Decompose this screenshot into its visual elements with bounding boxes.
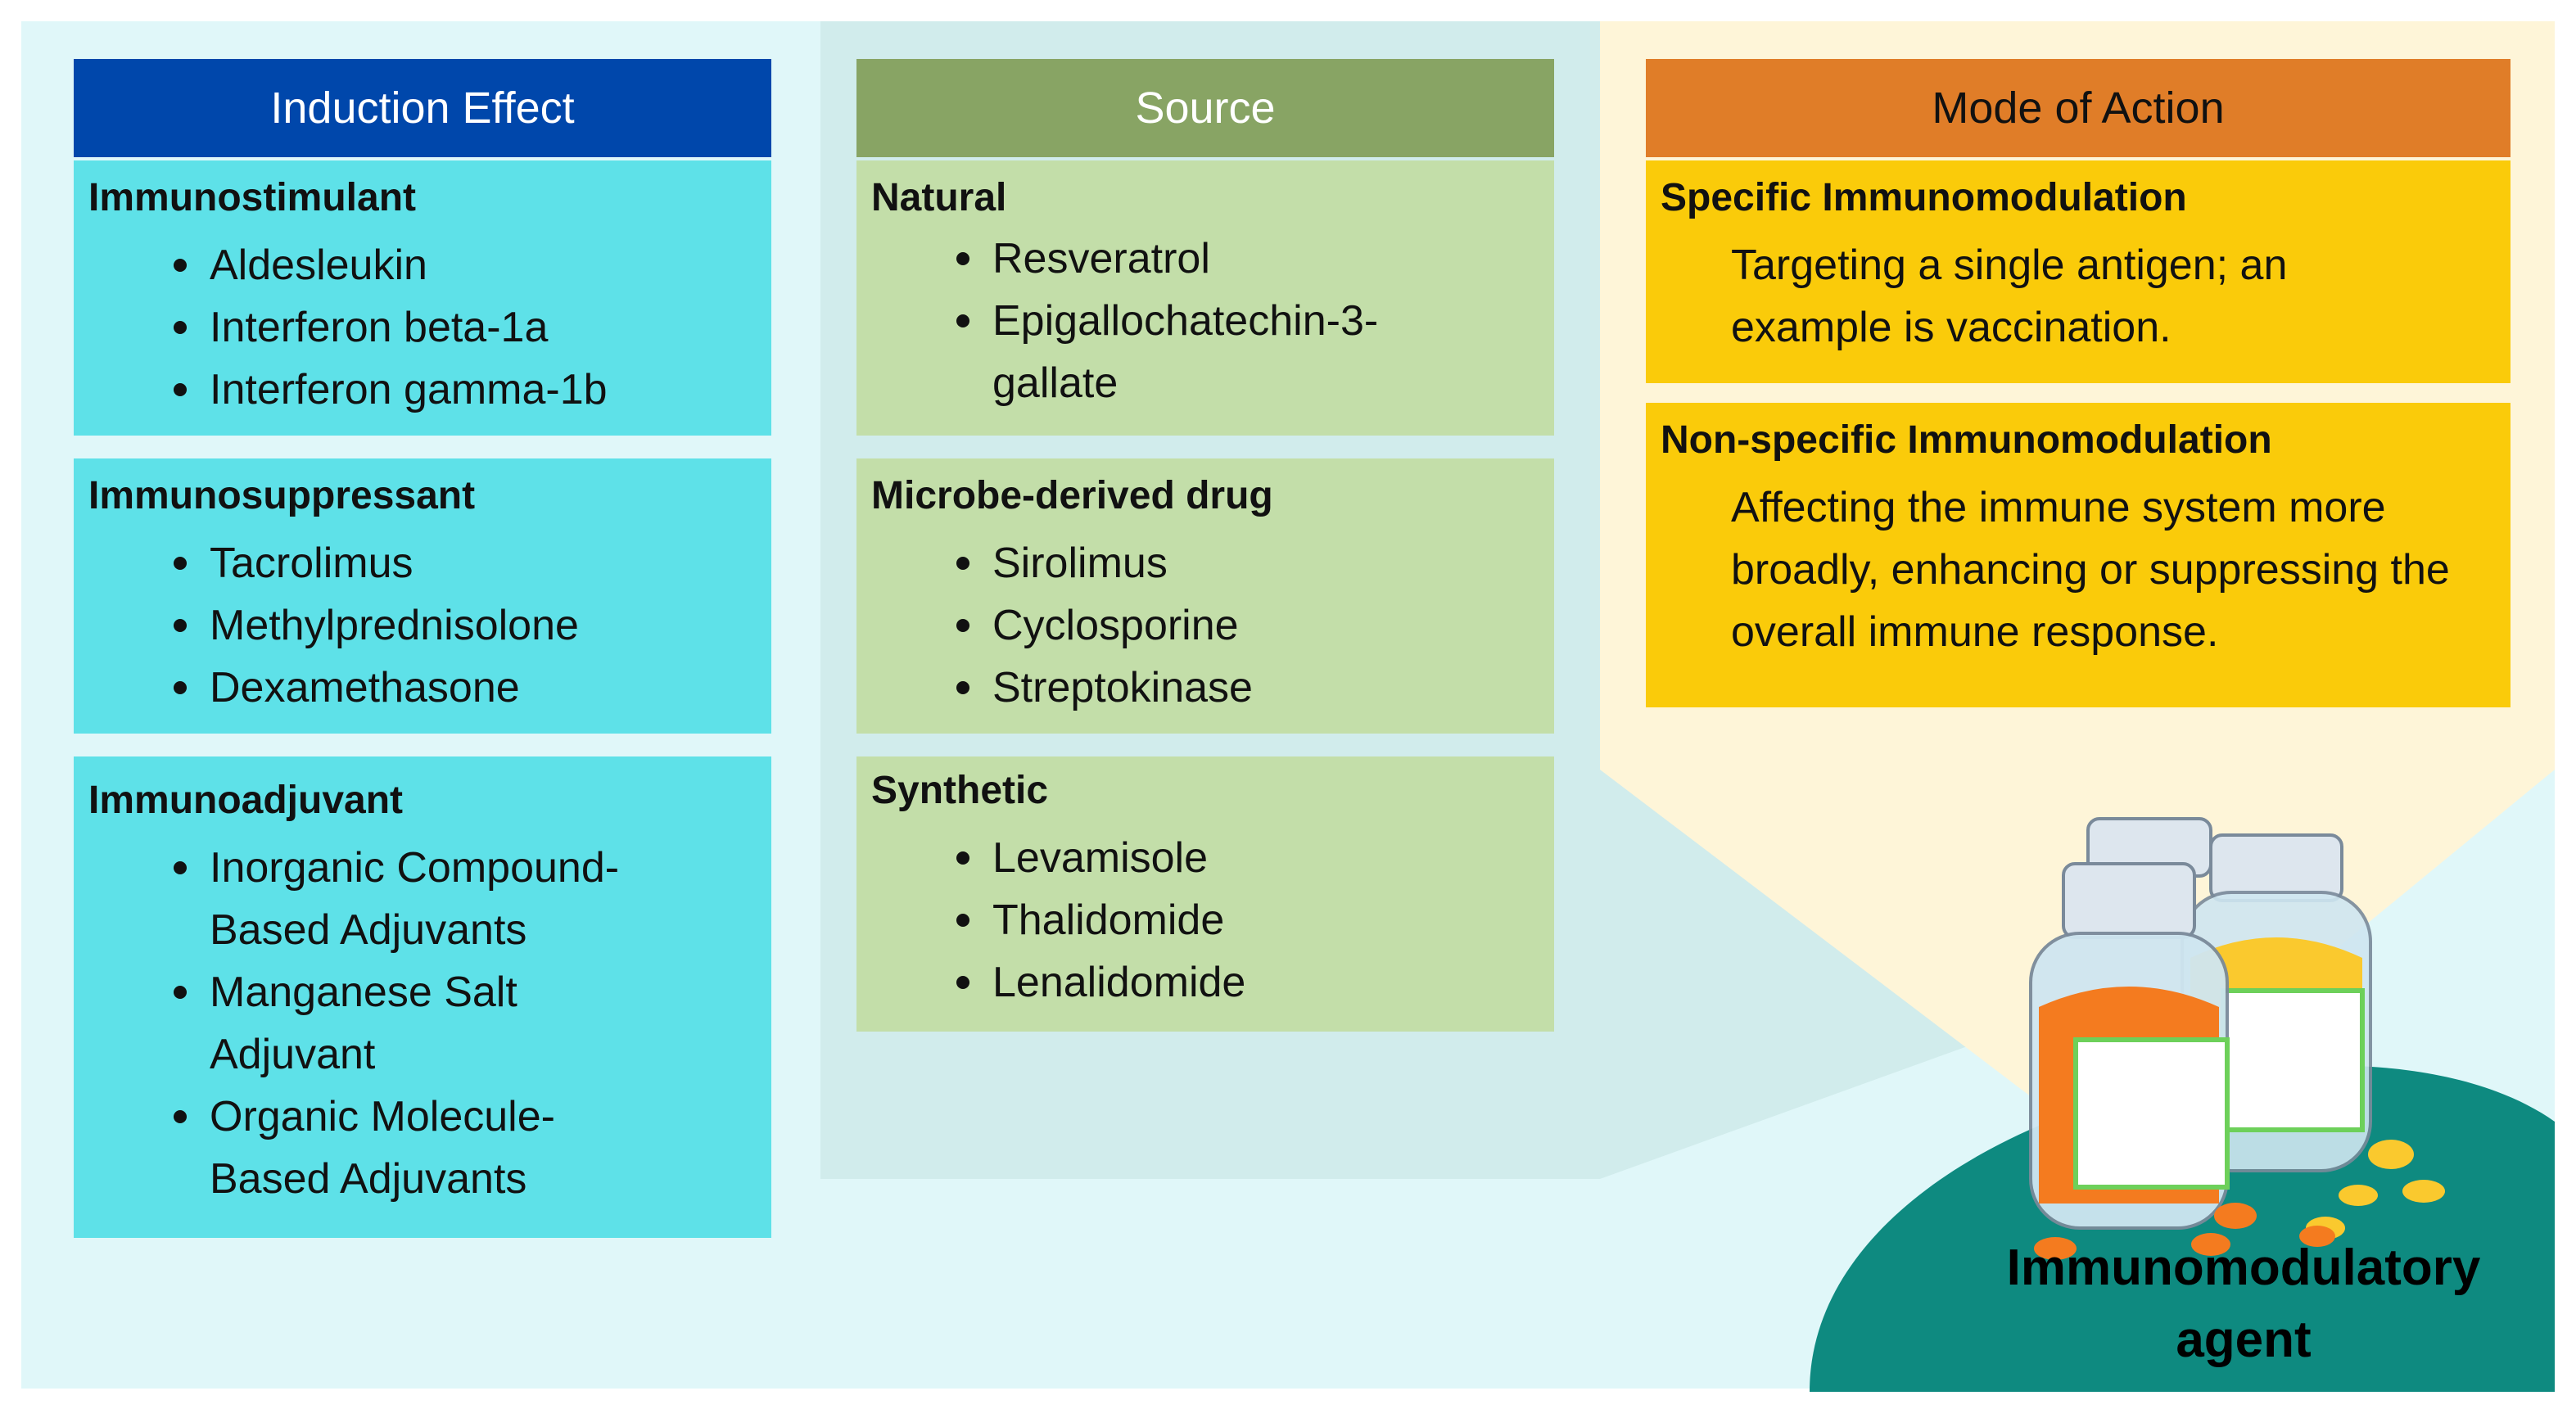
- non-specific-immunomodulation-box: Non-specific Immunomodulation Affecting …: [1646, 403, 2510, 707]
- loose-pills: [2034, 1140, 2445, 1260]
- list-item: Methylprednisolone: [174, 594, 757, 657]
- specific-immunomodulation-box: Specific Immunomodulation Targeting a si…: [1646, 160, 2510, 383]
- group-title: Immunosuppressant: [88, 474, 476, 517]
- list-item: Interferon gamma-1b: [174, 359, 757, 421]
- list-item: Epigallochatechin-3-gallate: [956, 290, 1451, 414]
- list-item: Interferon beta-1a: [174, 296, 757, 359]
- list-item: Thalidomide: [956, 889, 1539, 951]
- induction-effect-header-label: Induction Effect: [270, 84, 575, 133]
- mode-of-action-column: Mode of Action Specific Immunomodulation…: [1646, 59, 2510, 707]
- immunoadjuvant-box: Immunoadjuvant Inorganic Compound-Based …: [74, 756, 771, 1238]
- source-column: Source Natural Resveratrol Epigallochate…: [856, 59, 1554, 1032]
- induction-effect-column: Induction Effect Immunostimulant Aldesle…: [74, 59, 771, 1238]
- group-title: Natural: [871, 176, 1007, 219]
- list-item: Sirolimus: [956, 532, 1539, 594]
- immunosuppressant-box: Immunosuppressant Tacrolimus Methylpredn…: [74, 458, 771, 734]
- group-title: Specific Immunomodulation: [1661, 176, 2187, 219]
- medicine-bottles-icon: [2029, 817, 2372, 1230]
- microbe-derived-box: Microbe-derived drug Sirolimus Cyclospor…: [856, 458, 1554, 734]
- list-item: Inorganic Compound-Based Adjuvants: [174, 837, 685, 961]
- mode-of-action-header: Mode of Action: [1646, 59, 2510, 157]
- list-item: Aldesleukin: [174, 234, 757, 296]
- list-item: Dexamethasone: [174, 657, 757, 719]
- list-item: Manganese Salt Adjuvant: [174, 961, 586, 1086]
- group-title: Non-specific Immunomodulation: [1661, 418, 2272, 462]
- immunostimulant-box: Immunostimulant Aldesleukin Interferon b…: [74, 160, 771, 436]
- group-description: Affecting the immune system more broadly…: [1731, 484, 2450, 656]
- source-header: Source: [856, 59, 1554, 157]
- list-item: Levamisole: [956, 827, 1539, 889]
- list-item: Lenalidomide: [956, 951, 1539, 1014]
- group-title: Immunoadjuvant: [88, 779, 404, 822]
- group-title: Immunostimulant: [88, 176, 417, 219]
- list-item: Resveratrol: [956, 228, 1539, 290]
- list-item: Streptokinase: [956, 657, 1539, 719]
- induction-effect-header: Induction Effect: [74, 59, 771, 157]
- natural-box: Natural Resveratrol Epigallochatechin-3-…: [856, 160, 1554, 436]
- immunomodulatory-agent-label: Immunomodulatory agent: [2006, 1240, 2481, 1368]
- group-title: Synthetic: [871, 769, 1049, 812]
- source-header-label: Source: [1135, 84, 1276, 133]
- group-title: Microbe-derived drug: [871, 474, 1273, 517]
- list-item: Organic Molecule-Based Adjuvants: [174, 1086, 635, 1210]
- list-item: Tacrolimus: [174, 532, 757, 594]
- list-item: Cyclosporine: [956, 594, 1539, 657]
- group-description: Targeting a single antigen; an example i…: [1731, 242, 2288, 351]
- synthetic-box: Synthetic Levamisole Thalidomide Lenalid…: [856, 756, 1554, 1032]
- mode-of-action-header-label: Mode of Action: [1932, 84, 2225, 133]
